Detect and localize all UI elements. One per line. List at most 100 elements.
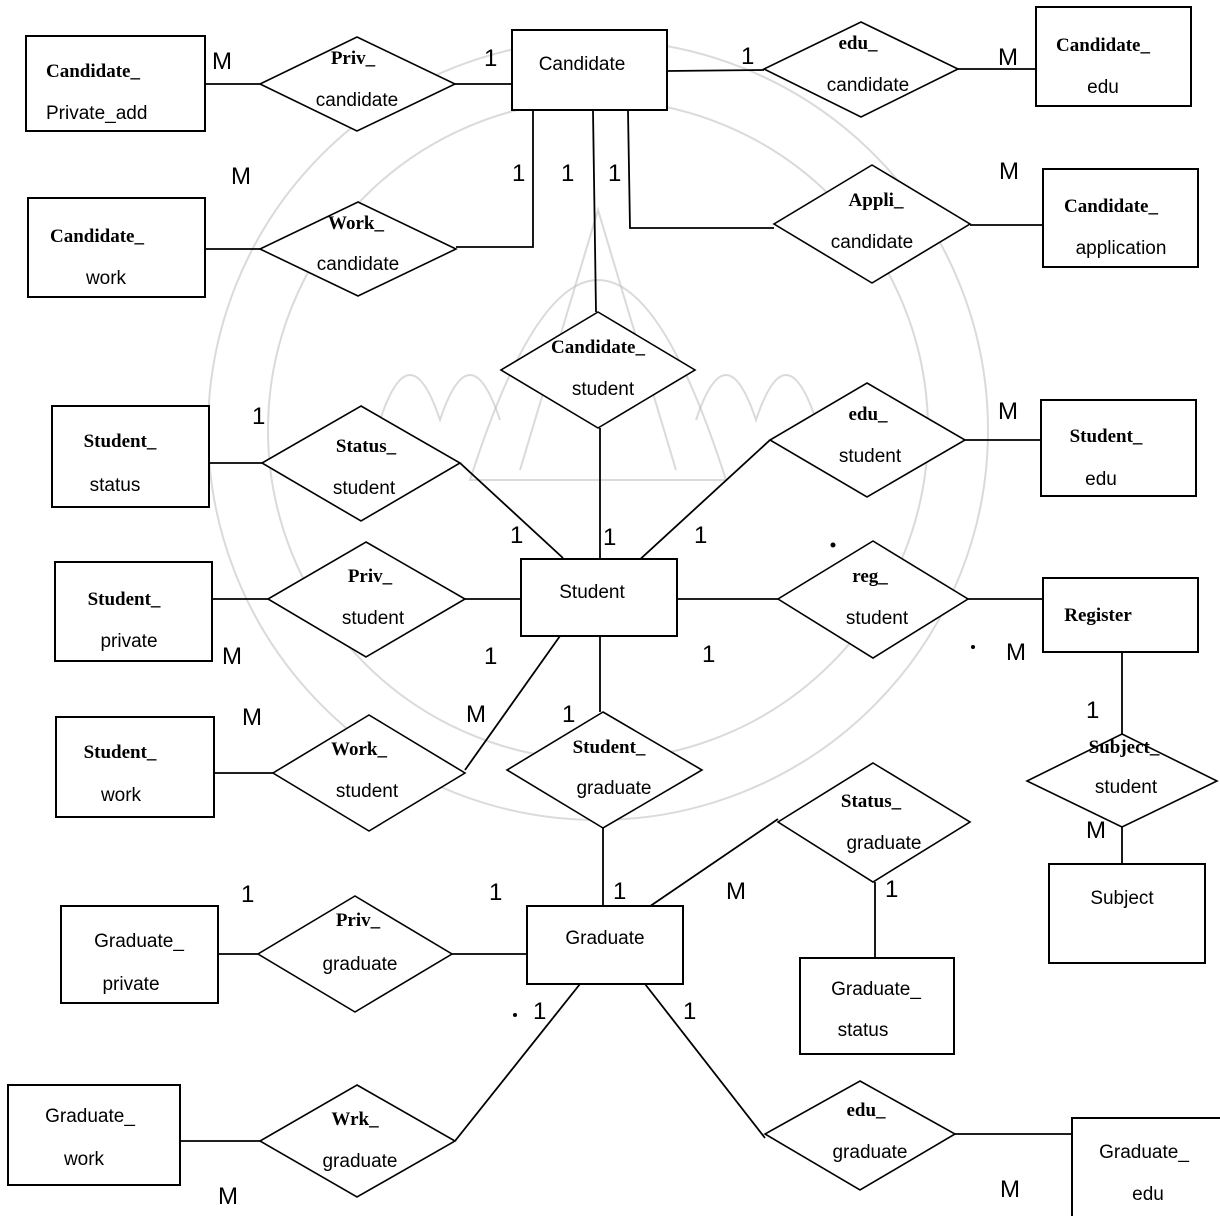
entity-student-edu-line2: edu <box>1085 469 1117 490</box>
entity-student-work-line1: Student_ <box>84 742 157 763</box>
cardinality-label: 1 <box>603 524 616 551</box>
relationship-priv-graduate-line1: Priv_ <box>336 910 381 931</box>
cardinality-label: M <box>218 1183 238 1210</box>
entity-graduate-label: Graduate <box>565 928 644 949</box>
entity-candidate-label: Candidate <box>539 54 626 75</box>
relationship-status-student-line2: student <box>333 478 396 499</box>
cardinality-label: 1 <box>533 998 546 1025</box>
relationship-edu-candidate: edu_ candidate <box>762 21 960 118</box>
scan-dots <box>513 542 975 1017</box>
cardinality-label: M <box>231 163 251 190</box>
relationship-appli-candidate-line1: Appli_ <box>849 190 904 211</box>
entity-student-status-line1: Student_ <box>84 431 157 452</box>
entity-graduate-private-line1: Graduate_ <box>94 931 184 952</box>
relationship-appli-candidate: Appli_ candidate <box>772 164 972 284</box>
relationship-status-graduate: Status_ graduate <box>776 762 972 883</box>
cardinality-label: 1 <box>1086 697 1099 724</box>
connectors <box>180 68 1123 1142</box>
relationship-edu-graduate-line2: graduate <box>832 1142 907 1163</box>
entity-student-private-line2: private <box>100 631 157 652</box>
relationship-priv-student-line1: Priv_ <box>348 566 393 587</box>
entity-candidate-application: Candidate_ application <box>1042 168 1199 268</box>
entity-graduate: Graduate <box>526 905 684 985</box>
entity-candidate: Candidate <box>511 29 668 111</box>
cardinality-label: 1 <box>252 403 265 430</box>
relationship-edu-student-line1: edu_ <box>848 404 888 425</box>
entity-graduate-status: Graduate_ status <box>799 957 955 1055</box>
cardinality-label: 1 <box>702 641 715 668</box>
relationship-work-student-line1: Work_ <box>331 739 387 760</box>
relationship-priv-student: Priv_ student <box>266 541 467 658</box>
cardinality-label: M <box>726 878 746 905</box>
relationship-wrk-graduate: Wrk_ graduate <box>258 1084 457 1198</box>
entity-graduate-work-line1: Graduate_ <box>45 1106 135 1127</box>
entity-student: Student <box>520 558 678 637</box>
cardinality-labels: M 1 1 M M 1 1 1 M M 1 M 1 1 1 M 1 1 M M … <box>212 43 1106 1210</box>
entity-candidate-application-line2: application <box>1076 238 1167 259</box>
entity-student-edu-line1: Student_ <box>1070 426 1143 447</box>
relationship-status-graduate-line1: Status_ <box>841 791 902 812</box>
entity-register-label: Register <box>1064 605 1132 626</box>
relationship-work-candidate-line2: candidate <box>317 254 399 275</box>
entity-graduate-work: Graduate_ work <box>7 1084 181 1186</box>
relationship-priv-graduate-line2: graduate <box>322 954 397 975</box>
entity-candidate-edu-line2: edu <box>1087 77 1119 98</box>
entity-candidate-edu-line1: Candidate_ <box>1056 35 1150 56</box>
entity-graduate-edu: Graduate_ edu <box>1071 1117 1220 1216</box>
cardinality-label: M <box>1006 639 1026 666</box>
entity-candidate-application-line1: Candidate_ <box>1064 196 1158 217</box>
relationship-status-graduate-line2: graduate <box>846 833 921 854</box>
relationship-edu-graduate: edu_ graduate <box>763 1080 957 1191</box>
entity-subject: Subject <box>1048 863 1206 964</box>
cardinality-label: M <box>998 398 1018 425</box>
cardinality-label: 1 <box>510 522 523 549</box>
cardinality-label: M <box>1086 817 1106 844</box>
entity-candidate-private-add: Candidate_ Private_add <box>25 35 206 132</box>
entity-candidate-work: Candidate_ work <box>27 197 206 298</box>
entity-candidate-work-line2: work <box>85 268 127 289</box>
relationship-priv-candidate-line2: candidate <box>316 90 398 111</box>
entity-graduate-edu-line1: Graduate_ <box>1099 1142 1189 1163</box>
cardinality-label: M <box>999 158 1019 185</box>
entity-student-edu: Student_ edu <box>1040 399 1197 497</box>
relationship-appli-candidate-line2: candidate <box>831 232 913 253</box>
cardinality-label: 1 <box>608 160 621 187</box>
cardinality-label: 1 <box>613 878 626 905</box>
relationship-edu-graduate-line1: edu_ <box>846 1100 886 1121</box>
relationship-student-graduate: Student_ graduate <box>505 711 704 829</box>
relationship-status-student: Status_ student <box>260 405 462 522</box>
relationship-student-graduate-line2: graduate <box>576 778 651 799</box>
relationship-edu-student: edu_ student <box>768 382 967 498</box>
relationship-reg-student: reg_ student <box>776 540 970 659</box>
relationship-candidate-student-line2: student <box>572 379 635 400</box>
entity-graduate-status-line1: Graduate_ <box>831 979 921 1000</box>
cardinality-label: M <box>998 44 1018 71</box>
relationship-candidate-student-line1: Candidate_ <box>551 337 645 358</box>
entity-graduate-status-line2: status <box>838 1020 889 1041</box>
cardinality-label: M <box>466 701 486 728</box>
cardinality-label: 1 <box>512 160 525 187</box>
cardinality-label: 1 <box>484 643 497 670</box>
cardinality-label: M <box>242 704 262 731</box>
relationship-edu-student-line2: student <box>839 446 902 467</box>
relationship-subject-student-line2: student <box>1095 777 1158 798</box>
entity-student-work: Student_ work <box>55 716 215 818</box>
relationship-priv-graduate: Priv_ graduate <box>256 895 454 1013</box>
relationship-subject-student: Subject_ student <box>1025 733 1219 828</box>
entity-student-label: Student <box>559 582 625 603</box>
relationship-work-candidate-line1: Work_ <box>328 213 384 234</box>
entity-graduate-edu-line2: edu <box>1132 1184 1164 1205</box>
entity-candidate-private-add-line2: Private_add <box>46 103 147 124</box>
relationship-reg-student-line1: reg_ <box>852 566 888 587</box>
cardinality-label: M <box>222 643 242 670</box>
cardinality-label: M <box>212 48 232 75</box>
relationship-priv-student-line2: student <box>342 608 405 629</box>
cardinality-label: 1 <box>561 160 574 187</box>
entity-student-private-line1: Student_ <box>88 589 161 610</box>
cardinality-label: 1 <box>484 45 497 72</box>
cardinality-label: 1 <box>683 998 696 1025</box>
cardinality-label: 1 <box>562 701 575 728</box>
relationship-work-student-line2: student <box>336 781 399 802</box>
cardinality-label: 1 <box>694 522 707 549</box>
